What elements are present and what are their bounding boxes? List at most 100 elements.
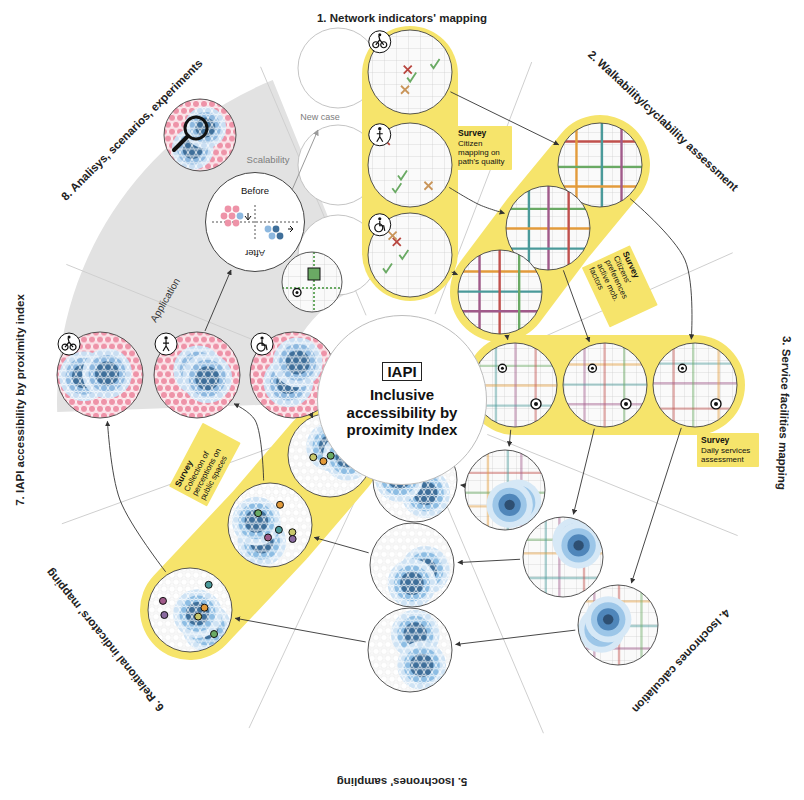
drawing-stroke — [368, 123, 452, 207]
drawing-stroke — [368, 30, 452, 114]
map-circle — [368, 30, 452, 114]
drawing-stroke — [523, 517, 603, 597]
isochrone-blob — [585, 596, 631, 642]
scenario-label: Before — [241, 186, 269, 197]
survey-heading: Survey — [701, 436, 755, 446]
mode-icon — [369, 31, 391, 53]
path-quality-line — [623, 343, 625, 427]
drawing-stroke — [308, 268, 320, 280]
drawing-stroke — [57, 332, 143, 418]
drawing-stroke — [228, 483, 312, 567]
drawing-stroke — [57, 332, 143, 418]
mode-icon — [369, 214, 391, 236]
drawing-stroke — [154, 332, 240, 418]
isochrone-blob — [591, 602, 625, 636]
drawing-stroke — [424, 182, 432, 190]
stage-title: 4. Isochrones calculation — [630, 606, 733, 715]
drawing-stroke — [465, 450, 545, 530]
index-name: Inclusive accessibility by proximity Ind… — [342, 386, 462, 438]
drawing-stroke — [368, 30, 452, 114]
drawing-stroke — [431, 59, 440, 68]
process-arrow — [314, 537, 368, 552]
drawing-stroke — [225, 220, 232, 227]
drawing-stroke — [225, 206, 232, 213]
drawing-stroke — [154, 332, 240, 418]
drawing-stroke — [233, 220, 240, 227]
map-circle — [57, 332, 143, 418]
stage-title: 7. IAPI accessibility by proximity index — [14, 294, 27, 506]
drawing-stroke — [313, 252, 315, 312]
drawing-stroke — [653, 343, 737, 427]
drawing-stroke — [58, 333, 80, 355]
map-circle — [154, 332, 240, 418]
path-quality-line — [575, 123, 577, 207]
perception-dot — [289, 536, 296, 543]
path-quality-line — [518, 250, 520, 334]
mode-icon — [155, 333, 177, 355]
drawing-stroke — [369, 214, 391, 236]
isochrone-blob — [573, 540, 583, 550]
survey-box: SurveyCitizens' preferences active mob. … — [582, 245, 657, 327]
drawing-stroke — [255, 205, 256, 241]
perception-dot — [265, 534, 272, 541]
drawing-stroke — [389, 232, 397, 240]
drawing-stroke — [368, 123, 452, 207]
service-point — [296, 291, 299, 294]
drawing-stroke — [288, 226, 293, 232]
drawing-stroke — [578, 585, 658, 665]
isochrone-blob — [561, 528, 595, 562]
drawing-stroke — [228, 483, 312, 567]
service-point — [681, 367, 684, 370]
isochrone-blob — [597, 608, 619, 630]
drawing-stroke — [273, 226, 280, 233]
process-arrow — [456, 630, 576, 644]
drawing-stroke — [370, 523, 454, 607]
process-arrow — [461, 485, 463, 486]
drawing-stroke — [370, 523, 454, 608]
path-quality-line — [523, 577, 603, 579]
drawing-stroke — [65, 338, 73, 347]
drawing-stroke — [265, 226, 272, 233]
perception-dot — [255, 510, 262, 517]
drawing-stroke — [465, 450, 545, 530]
scalability-label: Scalability — [247, 155, 290, 165]
path-quality-line — [563, 403, 647, 405]
application-label: Application — [148, 276, 182, 324]
drawing-stroke — [368, 30, 452, 114]
process-arrow — [507, 336, 509, 339]
stage-title: 2. Walkability/cyclability assessment — [585, 48, 740, 194]
path-quality-line — [547, 186, 549, 270]
drawing-stroke — [368, 608, 452, 692]
path-quality-line — [514, 343, 516, 427]
drawing-stroke — [375, 224, 383, 232]
drawing-stroke — [458, 250, 542, 334]
isochrone-blob — [498, 494, 520, 516]
before-after-circle: BeforeAfter — [205, 172, 305, 272]
drawing-stroke — [407, 73, 416, 82]
map-circle — [563, 343, 647, 427]
drawing-stroke — [154, 332, 240, 418]
drawing-stroke — [369, 124, 391, 146]
map-circle — [465, 450, 545, 530]
drawing-stroke — [465, 450, 545, 530]
drawing-stroke — [368, 213, 452, 297]
drawing-stroke — [164, 99, 236, 171]
process-arrow — [573, 429, 594, 515]
drawing-stroke — [164, 99, 236, 171]
drawing-stroke — [578, 585, 658, 665]
mode-icon — [58, 333, 80, 355]
mode-icon — [251, 333, 273, 355]
perception-dot — [289, 529, 296, 536]
scenario-label: After — [245, 247, 265, 258]
drawing-stroke — [155, 333, 177, 355]
drawing-stroke — [578, 585, 658, 665]
map-circle — [368, 213, 452, 297]
drawing-stroke — [369, 31, 391, 53]
path-quality-line — [498, 250, 500, 334]
path-quality-line — [506, 247, 590, 249]
drawing-stroke — [148, 568, 232, 652]
drawing-stroke — [164, 99, 236, 171]
drawing-stroke — [563, 343, 647, 427]
process-arrow — [631, 428, 681, 583]
